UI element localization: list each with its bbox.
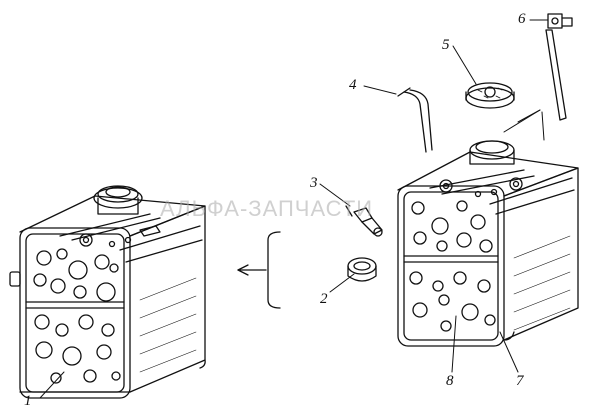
leader-lines: [39, 19, 549, 399]
vent-tube: [545, 13, 573, 121]
callout-5: 5: [442, 37, 450, 53]
bushing: [347, 257, 377, 282]
watermark-text: АЛЬФА-ЗАПЧАСТИ: [160, 196, 374, 221]
assembly-arrow: [237, 231, 281, 309]
callout-3: 3: [310, 175, 318, 191]
battery-body: [397, 140, 579, 347]
callout-1: 1: [24, 393, 32, 409]
callout-4: 4: [349, 77, 357, 93]
connector-fitting: [345, 205, 383, 237]
callout-6: 6: [518, 11, 526, 27]
filler-cap: [465, 82, 515, 109]
battery-assembled: [9, 185, 206, 399]
hose: [397, 87, 433, 153]
callout-2: 2: [320, 291, 328, 307]
callout-7: 7: [516, 373, 524, 389]
callout-8: 8: [446, 373, 454, 389]
